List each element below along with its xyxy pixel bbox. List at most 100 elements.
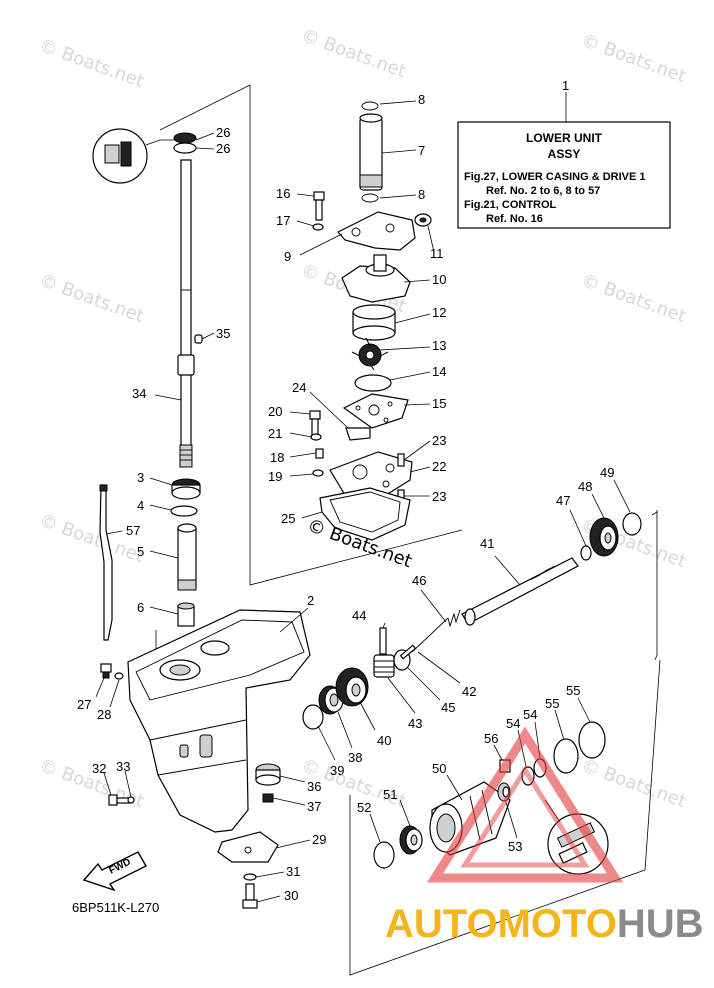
logo-text: AUTOMOTOHUB	[385, 902, 704, 946]
label-14: 14	[432, 364, 446, 379]
propeller-shaft-41	[461, 557, 579, 626]
pin-44	[379, 627, 387, 655]
label-17: 17	[276, 213, 290, 228]
info-line3: Fig.21, CONTROL	[464, 199, 557, 211]
label-26a: 26	[216, 125, 230, 140]
label-16: 16	[276, 186, 290, 201]
label-8b: 8	[418, 187, 425, 202]
label-51: 51	[383, 787, 397, 802]
dowel-18	[315, 448, 324, 459]
bearing-51	[399, 825, 423, 855]
shift-rod-57	[99, 484, 113, 641]
label-44: 44	[352, 608, 366, 623]
label-18: 18	[270, 450, 284, 465]
washer-33	[127, 796, 135, 804]
outer-plate-15	[342, 393, 409, 429]
o-ring-52	[373, 841, 395, 869]
label-41: 41	[480, 536, 494, 551]
grommet-11	[414, 213, 432, 227]
diagram-code: 6BP511K-L270	[72, 900, 159, 915]
bolt-16	[313, 191, 325, 221]
watermark: © Boats.net	[36, 270, 146, 327]
label-37: 37	[307, 799, 321, 814]
label-25: 25	[281, 511, 295, 526]
label-47: 47	[556, 493, 570, 508]
bolt-30	[242, 883, 258, 909]
part-labels: 2 3 4 5 6 7 8 8 9 10 11 12 13 14 15 16 1…	[77, 92, 614, 903]
impeller-13	[351, 337, 389, 371]
watermark: © Boats.net	[36, 35, 146, 92]
pump-housing-10	[341, 254, 411, 303]
watermark: © Boats.net	[578, 270, 688, 327]
spring-46	[411, 609, 461, 653]
shim-39	[302, 704, 324, 730]
pinion-gear-40	[335, 667, 369, 707]
label-33: 33	[116, 759, 130, 774]
label-43: 43	[408, 716, 422, 731]
logo-text-automoto: AUTOMOTO	[385, 902, 617, 946]
label-22: 22	[432, 459, 446, 474]
cover-36	[255, 763, 281, 786]
label-35: 35	[216, 326, 230, 341]
label-10: 10	[432, 272, 446, 287]
label-56: 56	[484, 731, 498, 746]
info-line2: Ref. No. 2 to 6, 8 to 57	[486, 185, 600, 197]
o-ring-55a	[553, 738, 579, 774]
label-46: 46	[412, 573, 426, 588]
watermark: © Boats.net	[578, 755, 688, 812]
watermark: © Boats.net	[298, 25, 408, 82]
label-20: 20	[268, 404, 282, 419]
label-3: 3	[137, 470, 144, 485]
label-26b: 26	[216, 141, 230, 156]
info-title-line1: LOWER UNIT	[526, 131, 603, 145]
dowel-23a	[397, 453, 405, 467]
lower-casing-2	[127, 609, 311, 833]
label-11: 11	[430, 246, 444, 261]
info-title-line2: ASSY	[548, 147, 581, 161]
label-36: 36	[307, 779, 321, 794]
label-27: 27	[77, 697, 91, 712]
label-15: 15	[432, 396, 446, 411]
label-28: 28	[97, 707, 111, 722]
label-7: 7	[418, 143, 425, 158]
label-31: 31	[286, 864, 300, 879]
label-9: 9	[284, 249, 291, 264]
bolt-27	[100, 663, 112, 679]
label-24: 24	[292, 380, 306, 395]
gasket-25	[319, 487, 411, 541]
label-57: 57	[126, 523, 140, 538]
o-ring-19	[312, 469, 324, 477]
label-34: 34	[132, 386, 146, 401]
washer-21	[310, 433, 322, 441]
bolt-20	[309, 410, 321, 438]
bush-6	[177, 602, 195, 627]
plug-37	[262, 793, 274, 803]
watermark: © Boats.net	[36, 510, 146, 567]
washer-28	[114, 672, 124, 680]
plate-9	[337, 211, 416, 251]
cartridge-12	[352, 304, 396, 341]
label-32: 32	[92, 761, 106, 776]
label-12: 12	[432, 305, 446, 320]
pin-42	[399, 644, 417, 660]
label-6: 6	[137, 600, 144, 615]
ref-label: 1	[562, 78, 569, 93]
label-38: 38	[348, 750, 362, 765]
label-5: 5	[137, 544, 144, 559]
o-ring-14	[354, 374, 392, 392]
label-4: 4	[137, 498, 144, 513]
label-55b: 55	[566, 683, 580, 698]
label-45: 45	[441, 700, 455, 715]
leader-lines	[95, 100, 631, 903]
sleeve-5	[177, 523, 197, 591]
label-29: 29	[312, 832, 326, 847]
label-19: 19	[268, 469, 282, 484]
washer-47	[580, 545, 592, 561]
logo-triangle-icon	[426, 726, 624, 883]
label-54b: 54	[523, 707, 537, 722]
label-23a: 23	[432, 433, 446, 448]
detail-inset-26	[92, 128, 176, 184]
info-box: 1 LOWER UNIT ASSY Fig.27, LOWER CASING &…	[457, 78, 671, 229]
